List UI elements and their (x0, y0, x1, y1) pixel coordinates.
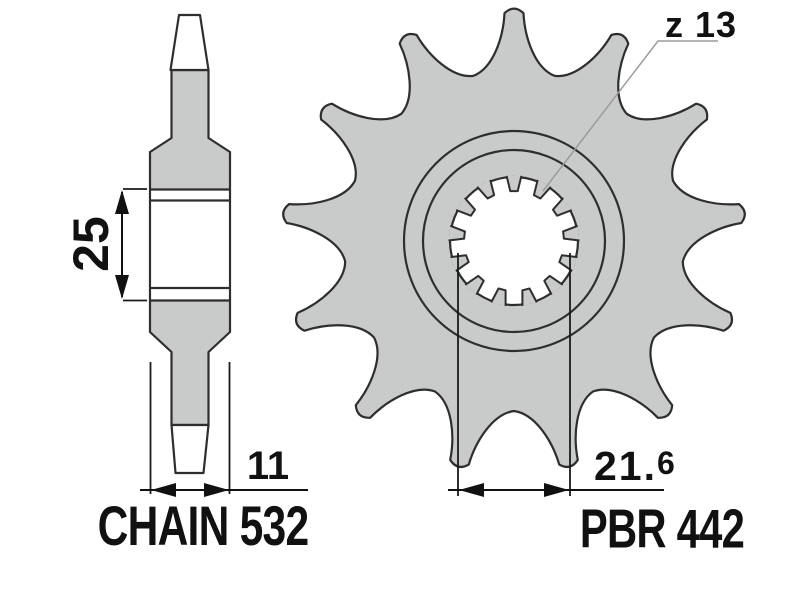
dim-216-arrow-right (544, 483, 569, 497)
spline-tooth (476, 179, 496, 200)
part-number-label: PBR 442 (579, 497, 745, 560)
side-view-shaft-tip-top (169, 13, 210, 72)
chain-spec-label: CHAIN 532 (97, 494, 310, 557)
spline-tooth (562, 224, 580, 242)
dim-25-value: 25 (63, 216, 119, 272)
dim-25-arrow-down (115, 275, 129, 299)
dim-216-value: 21.6 (594, 446, 677, 487)
dim-25-arrow-up (115, 190, 129, 214)
spline-teeth-group (448, 175, 580, 306)
dimension-21-6 (448, 253, 664, 497)
side-view (148, 13, 232, 475)
spline-tooth (455, 197, 476, 217)
spline-tooth (552, 197, 573, 217)
dimension-11 (140, 362, 308, 497)
teeth-count-label: z 13 (664, 4, 738, 45)
side-view-shaft-tip-bottom (170, 423, 210, 475)
dim-11-value: 11 (246, 444, 290, 488)
spline-tooth (490, 287, 507, 306)
spline-tooth (521, 287, 538, 306)
side-view-plate-area (151, 190, 229, 300)
hub-circle-inner (421, 148, 607, 334)
dim-216-main: 21. (594, 443, 657, 489)
teeth-count-leader-line (542, 40, 718, 192)
dim-11-arrow-right (204, 483, 229, 497)
spline-tooth (543, 274, 564, 296)
spline-tooth (505, 175, 523, 193)
dimension-25 (115, 188, 147, 302)
dim-11-arrow-left (151, 483, 176, 497)
front-view (282, 7, 746, 469)
spline-tooth (448, 224, 466, 242)
spline-tooth (464, 274, 485, 296)
hub-circle-outer (402, 129, 626, 353)
dim-216-arrow-left (459, 483, 484, 497)
dim-216-superscript: 6 (657, 445, 677, 481)
spline-tooth (532, 179, 552, 200)
